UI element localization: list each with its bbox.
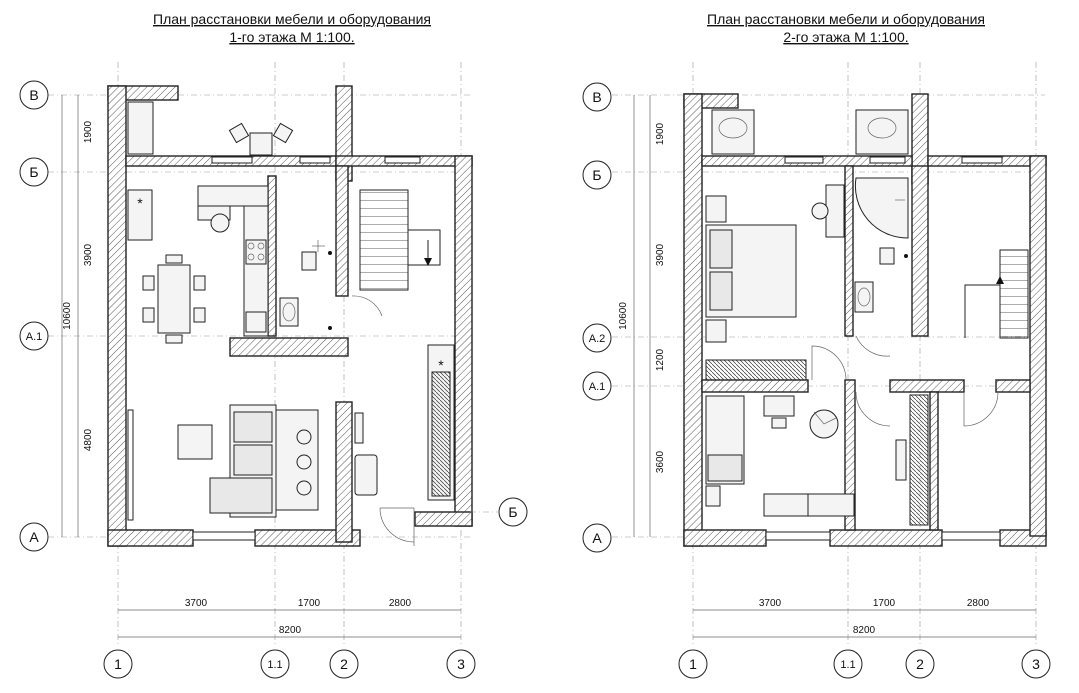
plan1-kitchen: * bbox=[127, 185, 269, 344]
plan1-col-label: 1 bbox=[114, 656, 122, 672]
plan2-row-axes: В Б А.2 А.1 А bbox=[582, 82, 612, 553]
plan2-vertical-dims: 1900 3900 10600 1200 3600 bbox=[618, 95, 666, 537]
plan2-dim-h: 1700 bbox=[873, 598, 896, 609]
plan1-col-label: 1.1 bbox=[267, 659, 282, 671]
plan1-col-label: 2 bbox=[340, 656, 348, 672]
plan1-dim-v: 3900 bbox=[83, 243, 94, 266]
plan2-dim-v: 3900 bbox=[655, 243, 666, 266]
plan2-bathroom bbox=[854, 177, 909, 357]
plan2-col-label: 1.1 bbox=[840, 659, 855, 671]
plan1-col-label: 3 bbox=[457, 656, 465, 672]
plan1-title-line2: 1-го этажа М 1:100. bbox=[229, 29, 354, 45]
plan1-mark-1: * bbox=[137, 195, 143, 211]
plan2-balcony bbox=[711, 109, 909, 155]
plan1-title-line1: План расстановки мебели и оборудования bbox=[153, 11, 431, 27]
plan2-axis-label: А bbox=[592, 530, 602, 546]
plan2-walls bbox=[683, 93, 1047, 547]
plan-floor-2: План расстановки мебели и оборудования 2… bbox=[582, 11, 1051, 679]
plan1-balcony-furniture bbox=[127, 101, 294, 156]
plan2-dim-v: 10600 bbox=[618, 302, 629, 330]
plan2-corridor bbox=[855, 391, 999, 526]
plan2-dim-total: 8200 bbox=[853, 625, 876, 636]
plan1-axis-label: А bbox=[29, 529, 39, 545]
plan2-bedroom-2 bbox=[705, 395, 855, 517]
plan2-axis-label: В bbox=[592, 89, 601, 105]
plan2-grid-lines bbox=[612, 62, 1045, 645]
plan2-dim-v: 3600 bbox=[655, 450, 666, 473]
plan2-col-label: 3 bbox=[1032, 656, 1040, 672]
plan1-axis-label: В bbox=[29, 87, 38, 103]
plan2-col-label: 2 bbox=[916, 656, 924, 672]
plan2-axis-label: Б bbox=[592, 167, 601, 183]
plan2-dim-h: 2800 bbox=[967, 598, 990, 609]
plan2-horizontal-dims: 3700 1700 2800 8200 bbox=[693, 598, 1036, 638]
plan1-living bbox=[177, 404, 319, 518]
plan1-axis-label: А.1 bbox=[26, 331, 43, 343]
plan2-title-line2: 2-го этажа М 1:100. bbox=[783, 29, 908, 45]
plan1-dim-v: 1900 bbox=[83, 120, 94, 143]
plan1-dim-total: 8200 bbox=[279, 625, 302, 636]
plan1-hall: * bbox=[354, 344, 455, 546]
plan1-dim-h: 3700 bbox=[185, 598, 208, 609]
plan1-col-axes: 1 1.1 2 3 bbox=[103, 649, 476, 679]
plan1-dim-h: 2800 bbox=[389, 598, 412, 609]
plan1-mark-2: * bbox=[438, 357, 444, 373]
plan1-extra-axis-label: Б bbox=[508, 504, 517, 520]
plan2-dim-v: 1200 bbox=[655, 348, 666, 371]
plan2-dim-h: 3700 bbox=[759, 598, 782, 609]
plan1-row-axes: В Б А.1 А Б bbox=[19, 80, 528, 552]
plan1-dim-v: 10600 bbox=[62, 302, 73, 330]
plan2-dim-v: 1900 bbox=[655, 122, 666, 145]
plan2-bedroom bbox=[705, 184, 847, 381]
plan2-stairs bbox=[964, 249, 1029, 339]
plan-floor-1: План расстановки мебели и оборудования 1… bbox=[19, 11, 528, 679]
plan1-bathroom bbox=[279, 240, 332, 330]
plan1-dim-h: 1700 bbox=[298, 598, 321, 609]
plan2-col-axes: 1 1.1 2 3 bbox=[678, 649, 1051, 679]
plan1-dim-v: 4800 bbox=[83, 428, 94, 451]
plan2-title-line1: План расстановки мебели и оборудования bbox=[707, 11, 985, 27]
plan1-axis-marker-v bbox=[19, 80, 49, 110]
plan1-horizontal-dims: 3700 1700 2800 8200 bbox=[118, 598, 461, 638]
plan2-axis-label: А.1 bbox=[589, 381, 606, 393]
plan1-axis-label: Б bbox=[29, 164, 38, 180]
plan1-walls bbox=[107, 85, 473, 547]
plan2-col-label: 1 bbox=[689, 656, 697, 672]
plan1-stairs bbox=[351, 189, 441, 317]
plan2-axis-label: А.2 bbox=[589, 333, 606, 345]
plan1-vertical-dims: 1900 3900 10600 4800 bbox=[61, 95, 94, 537]
